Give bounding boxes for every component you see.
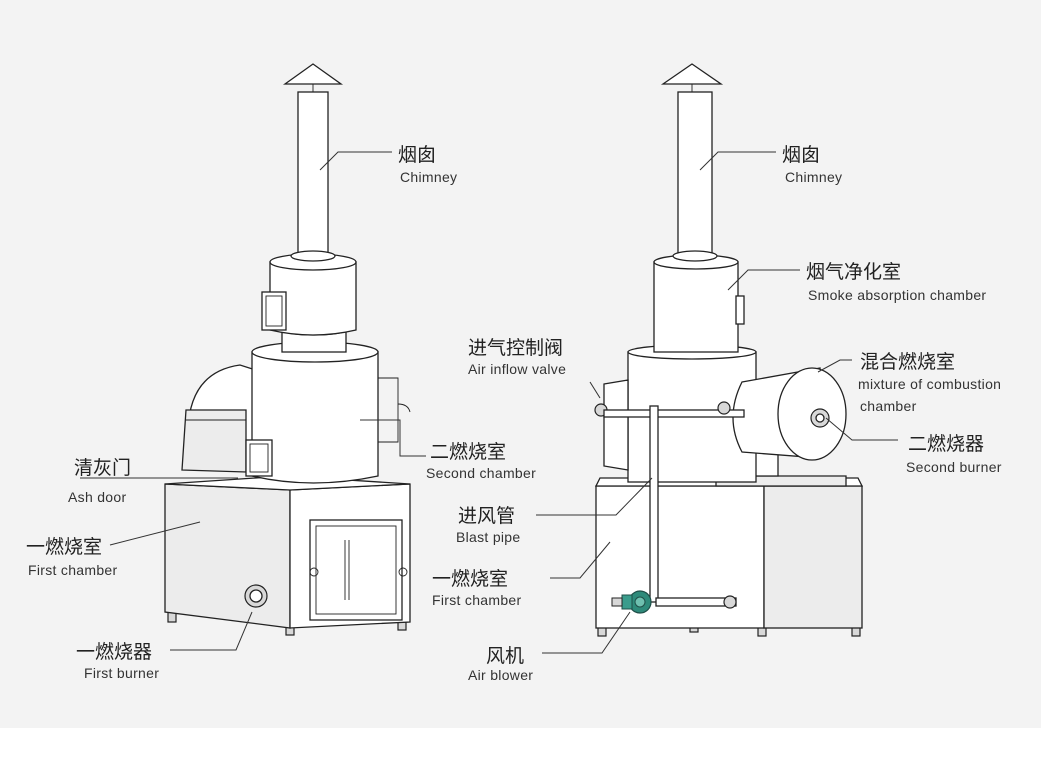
smoke-chamber-label-zh: 烟气净化室 — [806, 261, 901, 283]
second-burner-label-en: Second burner — [906, 459, 1002, 475]
blast-pipe — [649, 405, 659, 603]
ash-door — [309, 519, 403, 621]
left-first-chamber-label-zh: 一燃烧室 — [26, 536, 102, 558]
air-valve-label-en: Air inflow valve — [468, 361, 566, 377]
air-blower-label-zh: 风机 — [486, 645, 524, 667]
mixture-chamber-label-en-2: chamber — [860, 398, 917, 414]
right-first-chamber-label-en: First chamber — [432, 592, 522, 608]
left-chimney-label-zh: 烟囱 — [398, 144, 436, 166]
left-chimney-label-en: Chimney — [400, 169, 457, 185]
blast-pipe-label-en: Blast pipe — [456, 529, 520, 545]
right-base-front — [595, 485, 765, 629]
leader-lines — [80, 151, 898, 654]
right-chimney — [677, 91, 713, 257]
left-incinerator — [164, 63, 411, 636]
blast-pipe-label-zh: 进风管 — [458, 505, 515, 527]
ash-door-label-zh: 清灰门 — [74, 457, 131, 479]
left-chimney — [297, 91, 329, 257]
first-burner-label-zh: 一燃烧器 — [76, 641, 152, 663]
second-chamber-label-zh: 二燃烧室 — [430, 441, 506, 463]
right-chimney-label-en: Chimney — [785, 169, 842, 185]
left-smoke-chamber — [269, 261, 357, 336]
right-incinerator — [594, 63, 864, 637]
air-blower — [611, 590, 652, 614]
second-chamber-label-en: Second chamber — [426, 465, 536, 481]
mixture-chamber-label-zh: 混合燃烧室 — [860, 351, 955, 373]
left-chimney-cap — [282, 63, 344, 85]
ash-door-label-en: Ash door — [68, 489, 126, 505]
right-first-chamber-label-zh: 一燃烧室 — [432, 568, 508, 590]
left-base-top — [164, 475, 411, 491]
air-valve-label-zh: 进气控制阀 — [468, 337, 563, 359]
smoke-chamber-label-en: Smoke absorption chamber — [808, 287, 986, 303]
mixture-chamber-label-en-1: mixture of combustion — [858, 376, 1001, 392]
first-burner-label-en: First burner — [84, 665, 159, 681]
left-base-side — [164, 483, 291, 629]
right-smoke-chamber — [653, 261, 739, 353]
second-chamber — [251, 351, 379, 484]
left-first-chamber-label-en: First chamber — [28, 562, 118, 578]
second-burner-label-zh: 二燃烧器 — [908, 433, 984, 455]
air-blower-label-en: Air blower — [468, 667, 533, 683]
right-chimney-cap — [660, 63, 724, 85]
right-chimney-label-zh: 烟囱 — [782, 144, 820, 166]
right-base-side — [763, 485, 863, 629]
